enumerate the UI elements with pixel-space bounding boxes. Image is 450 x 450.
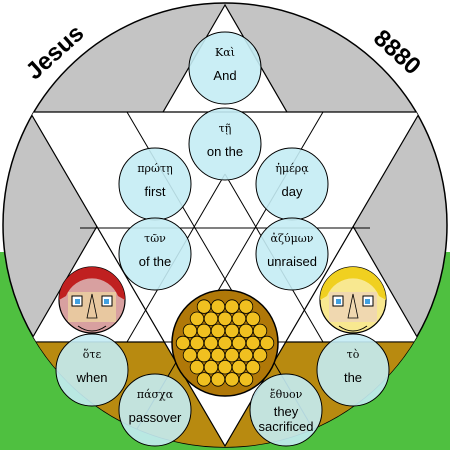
honeycomb-cell [259,335,275,351]
bubble-greek-text: τῇ [219,122,232,135]
honeycomb-cell [224,347,240,363]
bubble-english-text: they [274,404,299,419]
honeycomb-cell [189,335,205,351]
honeycomb-cell [182,347,198,363]
bubble-circle [55,333,129,407]
bubble-greek-text: ἡμέρᾳ [275,162,309,175]
honeycomb-cell [224,372,240,387]
honeycomb-cell [238,347,254,363]
word-bubble-day: ἡμέρᾳ day [255,147,329,221]
honeycomb-cell [182,323,198,339]
honeycomb-cell [245,335,261,351]
bubble-english-text: when [75,370,107,385]
honeycomb-cell [245,360,261,375]
bubble-greek-text: τῶν [144,232,166,245]
honeycomb-cell [231,335,247,351]
honeycomb-cell [238,323,254,339]
bubble-greek-text: Καὶ [215,46,235,59]
honeycomb-cell [238,372,254,387]
word-bubble-of-the: τῶν of the [118,217,192,291]
honeycomb-cell [196,299,212,314]
face-right [319,266,387,334]
honeycomb-cell [196,323,212,339]
honeycomb-cell [189,360,205,375]
honeycomb-cell [224,323,240,339]
honeycomb-cell [203,360,219,375]
bubble-english-text: sacrificed [259,419,314,434]
bubble-circle [316,333,390,407]
bubble-circle [255,217,329,291]
bubble-circle [249,373,323,447]
bubble-greek-text: πάσχα [137,388,174,401]
bubble-english-text: the [344,370,362,385]
honeycomb [171,289,279,397]
word-bubble-first: πρώτῃ first [118,147,192,221]
bubble-english-text: first [145,184,166,199]
honeycomb-cell [210,347,226,363]
honeycomb-cell [231,360,247,375]
bubble-greek-text: ὅτε [83,348,102,361]
honeycomb-cell [238,299,254,314]
bubble-circle [118,217,192,291]
honeycomb-cell [245,311,261,327]
honeycomb-cell [217,335,233,351]
word-bubble-the: τὸ the [316,333,390,407]
honeycomb-cell [210,299,226,314]
honeycomb-cell [175,335,191,351]
bubble-english-text: And [213,68,236,83]
honeycomb-cell [196,372,212,387]
bubble-english-text: day [282,184,303,199]
honeycomb-cell [217,311,233,327]
word-bubble-passover: πάσχα passover [118,373,192,447]
honeycomb-cell [210,323,226,339]
bubble-circle [188,31,262,105]
word-bubble-on-the: τῇ on the [188,107,262,181]
honeycomb-cell [203,311,219,327]
honeycomb-cell [252,323,268,339]
honeycomb-cell [217,360,233,375]
bubble-circle [188,107,262,181]
bubble-english-text: unraised [267,254,317,269]
bubble-greek-text: ἔθυον [270,388,303,401]
bubble-greek-text: ἀζύμων [271,232,314,245]
honeycomb-cell [224,299,240,314]
word-bubble-unraised: ἀζύμων unraised [255,217,329,291]
honeycomb-cell [196,347,212,363]
bubble-circle [118,373,192,447]
bubble-english-text: of the [139,254,172,269]
honeycomb-cell [189,311,205,327]
bubble-english-text: on the [207,144,243,159]
honeycomb-cell [252,347,268,363]
bubble-greek-text: τὸ [347,348,360,361]
word-bubble-when: ὅτε when [55,333,129,407]
honeycomb-cell [231,311,247,327]
honeycomb-cell [203,335,219,351]
honeycomb-cell [210,372,226,387]
face-left [58,266,126,334]
bubble-english-text: passover [129,410,182,425]
bubble-greek-text: πρώτῃ [137,162,172,175]
